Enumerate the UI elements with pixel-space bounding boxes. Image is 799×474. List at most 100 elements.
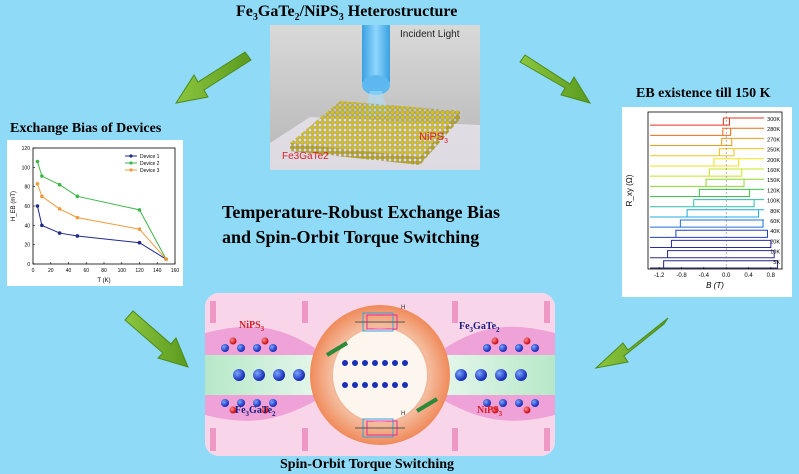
plot-frame <box>647 111 783 270</box>
sot-switching-panel: NiPS3 Fe3GaTe2 Fe3GaTe2 NiPS3 H H <box>205 293 555 456</box>
arrow-to-right-top-icon <box>519 54 592 104</box>
y-tick-label: 0 <box>27 262 30 268</box>
hysteresis-loop <box>650 250 775 259</box>
y-tick-label: 120 <box>22 146 31 152</box>
y-tick-label: 60 <box>24 204 30 210</box>
data-point <box>35 181 40 186</box>
sot-h-top-label: H <box>401 305 406 311</box>
legend-marker <box>129 168 133 172</box>
sot-switching-graphic <box>205 293 555 456</box>
x-tick-label: 0 <box>32 268 35 274</box>
exchange-bias-title: Exchange Bias of Devices <box>10 121 162 136</box>
temperature-label: 300K <box>767 117 780 123</box>
sot-fe3gate2-top-label: Fe3GaTe2 <box>459 321 500 334</box>
hysteresis-loop <box>650 168 764 177</box>
data-point <box>137 240 142 245</box>
x-axis-label: B (T) <box>706 281 724 290</box>
temperature-label: 150K <box>767 178 780 184</box>
data-point <box>40 174 44 178</box>
data-point <box>40 194 44 199</box>
y-tick-label: 80 <box>24 185 30 191</box>
temperature-label: 5K <box>773 260 780 266</box>
y-tick-label: 20 <box>24 243 30 249</box>
sot-nips3-bottom-label: NiPS3 <box>477 405 503 418</box>
hysteresis-loop <box>650 137 764 147</box>
eb-existence-title: EB existence till 150 K <box>636 86 771 101</box>
center-headline-line2: and Spin-Orbit Torque Switching <box>222 227 480 247</box>
hysteresis-loop <box>650 188 764 198</box>
hysteresis-loop <box>650 148 764 157</box>
x-tick-label: 120 <box>135 268 144 274</box>
x-tick-label: 80 <box>101 268 107 274</box>
temperature-label: 200K <box>767 158 780 164</box>
center-headline-line1: Temperature-Robust Exchange Bias <box>222 202 501 222</box>
legend-marker <box>129 154 133 158</box>
x-tick-label: -0.4 <box>699 273 710 279</box>
x-axis-label: T (K) <box>97 278 110 284</box>
heterostructure-graphic <box>270 25 480 170</box>
temperature-label: 20K <box>770 239 780 245</box>
temperature-label: 120K <box>767 188 780 194</box>
hysteresis-loop <box>650 219 764 228</box>
hysteresis-loop <box>650 178 764 187</box>
x-tick-label: 0.4 <box>744 273 753 279</box>
temperature-label: 280K <box>767 127 780 133</box>
sot-nips3-top-label: NiPS3 <box>239 320 265 333</box>
hysteresis-loop <box>650 117 764 126</box>
arrow-to-left-top-icon <box>174 51 252 104</box>
data-point <box>57 207 62 211</box>
temperature-label: 80K <box>770 209 780 215</box>
data-point <box>75 234 80 238</box>
legend-label: Device 1 <box>140 154 160 160</box>
hysteresis-loop <box>650 209 764 218</box>
legend-label: Device 2 <box>140 161 160 167</box>
data-point <box>137 227 142 231</box>
eb-hysteresis-chart-panel: 300K 280K 270K 250K 200K 160K 150K 120K 100K 80K 6… <box>622 107 792 297</box>
arrow-to-bottom-right-icon <box>594 317 669 369</box>
data-point <box>57 182 62 187</box>
incident-light-label: Incident Light <box>400 29 460 40</box>
light-beam <box>362 25 390 83</box>
hysteresis-loop <box>650 229 768 238</box>
sot-fe3gate2-bottom-label: Fe3GaTe2 <box>235 405 276 418</box>
eb-hysteresis-chart: 300K 280K 270K 250K 200K 160K 150K 120K 100K 80K 6… <box>625 111 783 290</box>
x-tick-label: -0.8 <box>676 273 687 279</box>
temperature-label: 100K <box>767 199 780 205</box>
x-tick-label: 100 <box>118 268 127 274</box>
data-point <box>75 215 80 220</box>
x-tick-label: 60 <box>83 268 89 274</box>
temperature-label: 270K <box>767 137 780 143</box>
hysteresis-loop <box>650 158 764 167</box>
y-axis-label: H_EB (mT) <box>11 191 17 221</box>
sot-switching-title: Spin-Orbit Torque Switching <box>280 457 455 472</box>
fe3gate2-photo-label: Fe3GaTe2 <box>282 151 329 162</box>
x-tick-label: -1.2 <box>654 273 665 279</box>
y-tick-label: 100 <box>22 165 31 171</box>
series-line <box>36 205 167 260</box>
series-line <box>36 161 167 260</box>
data-point <box>35 159 40 164</box>
data-point <box>75 194 80 199</box>
temperature-label: 250K <box>767 148 780 154</box>
hysteresis-loop <box>650 239 772 249</box>
nips3-photo-label: NiPS3 <box>419 131 448 146</box>
y-axis-label: R_xy (Ω) <box>625 174 634 206</box>
sot-h-bottom-label: H <box>401 411 406 417</box>
x-tick-label: 0.8 <box>767 273 776 279</box>
x-tick-label: 20 <box>48 268 54 274</box>
heterostructure-title: Fe3GaTe2/NiPS3 Heterostructure <box>236 3 458 24</box>
heterostructure-illustration: Incident Light NiPS3 Fe3GaTe2 <box>270 25 480 170</box>
temperature-label: 60K <box>770 219 780 225</box>
series-line <box>36 183 167 260</box>
legend-marker <box>129 161 133 165</box>
y-tick-label: 40 <box>24 223 30 229</box>
x-tick-label: 40 <box>66 268 72 274</box>
temperature-label: 160K <box>767 168 780 174</box>
x-tick-label: 0.0 <box>722 273 731 279</box>
data-point <box>57 231 62 235</box>
temperature-label: 10K <box>770 250 780 256</box>
hysteresis-loop <box>650 260 779 269</box>
data-point <box>35 204 40 208</box>
